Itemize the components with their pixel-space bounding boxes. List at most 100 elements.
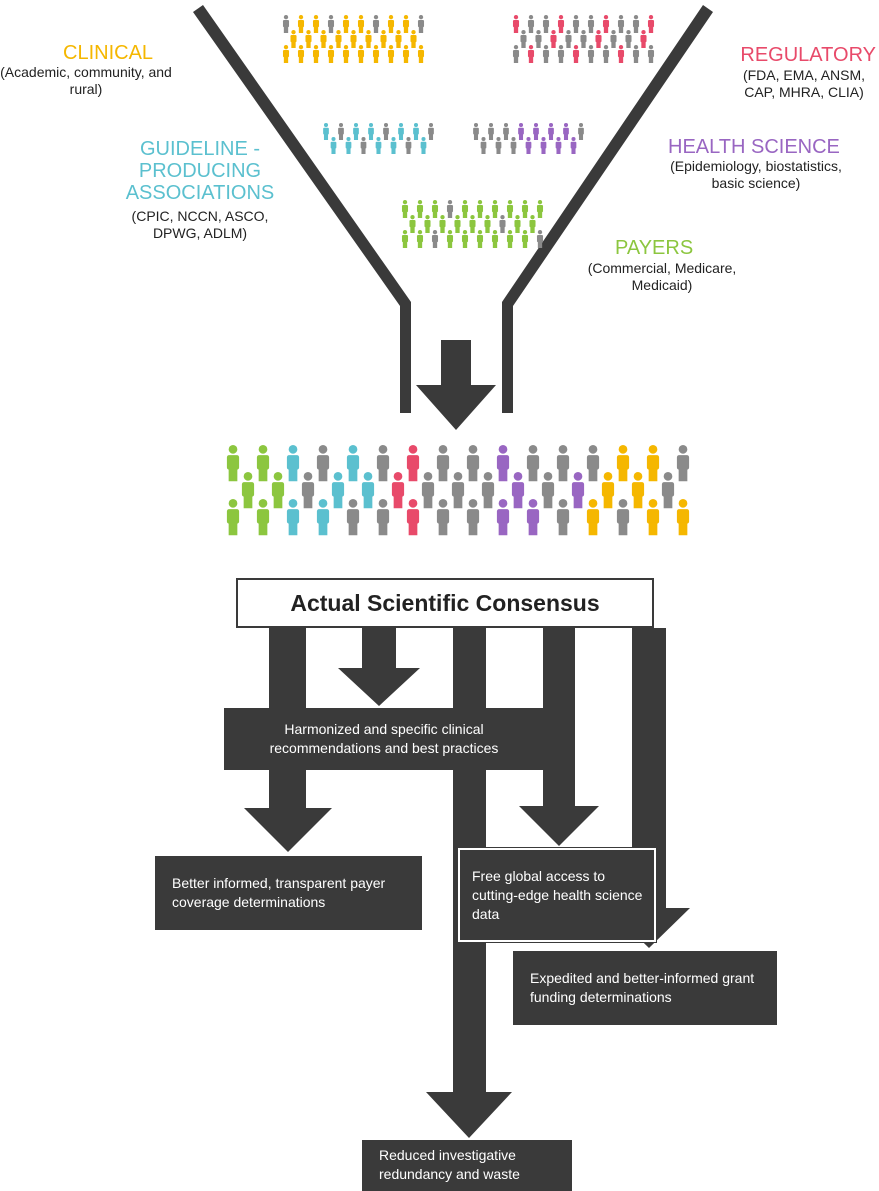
consensus-crowd-person (496, 499, 510, 536)
consensus-crowd-person (271, 472, 285, 509)
arrow-to-global-access (519, 628, 599, 846)
guideline-crowd-person (368, 123, 374, 140)
payers-crowd-person (401, 230, 409, 248)
clinical-crowd-person (395, 30, 402, 48)
payers-crowd-person (536, 230, 544, 248)
clinical-crowd-person (297, 45, 305, 63)
clinical-crowd-person (312, 45, 320, 63)
clinical-crowd-person (380, 30, 387, 48)
clinical-crowd-person (282, 45, 290, 63)
payers-crowd-person (454, 215, 461, 233)
guideline-crowd-person (398, 123, 404, 140)
regulatory-crowd-person (587, 15, 595, 33)
consensus-crowd-person (541, 472, 555, 509)
consensus-crowd-person (676, 499, 690, 536)
payers-crowd-person (439, 215, 446, 233)
consensus-crowd-person (331, 472, 345, 509)
clinical-crowd-person (327, 15, 335, 33)
regulatory-crowd-person (535, 30, 542, 48)
consensus-crowd-person (361, 472, 375, 509)
clinical-crowd-person (350, 30, 357, 48)
health-science-crowd-person (495, 137, 502, 154)
global-access-text: Free global access to cutting-edge healt… (472, 867, 643, 922)
payers-crowd-person (476, 230, 484, 248)
regulatory-crowd-person (557, 45, 565, 63)
health-science-crowd-person (503, 123, 509, 140)
consensus-crowd-person (436, 445, 450, 482)
payer-coverage-box: Better informed, transparent payer cover… (155, 856, 422, 930)
payers-crowd-person (409, 215, 416, 233)
payers-crowd-person (469, 215, 476, 233)
payers-crowd-person (431, 230, 439, 248)
grant-funding-box: Expedited and better-informed grant fund… (513, 951, 777, 1025)
consensus-crowd-person (586, 499, 600, 536)
regulatory-crowd-person (550, 30, 557, 48)
clinical-crowd-person (387, 45, 395, 63)
consensus-crowd-person (481, 472, 495, 509)
consensus-crowd-person (376, 499, 390, 536)
funnel-down-arrow (416, 340, 496, 430)
guideline-crowd-person (375, 137, 382, 154)
consensus-crowd-person (646, 445, 660, 482)
payers-crowd-person (461, 200, 469, 218)
clinical-crowd-person (372, 45, 380, 63)
clinical-recommendations-box: Harmonized and specific clinical recomme… (224, 708, 544, 770)
regulatory-crowd-person (617, 15, 625, 33)
health-science-crowd-person (510, 137, 517, 154)
arrow-to-clinical-recs (338, 628, 420, 706)
consensus-crowd-person (286, 445, 300, 482)
clinical-subtitle: (Academic, community, and rural) (0, 64, 172, 97)
clinical-crowd-person (357, 45, 365, 63)
regulatory-crowd-person (602, 15, 610, 33)
regulatory-crowd-person (632, 45, 640, 63)
clinical-crowd-person (290, 30, 297, 48)
consensus-crowd-person (286, 499, 300, 536)
payer-coverage-text: Better informed, transparent payer cover… (172, 875, 386, 910)
consensus-label: Actual Scientific Consensus (290, 589, 600, 616)
clinical-crowd-person (402, 15, 410, 33)
health-science-crowd-person (488, 123, 494, 140)
health-science-crowd-person (473, 123, 479, 140)
guideline-subtitle: (CPIC, NCCN, ASCO, DPWG, ADLM) (131, 208, 269, 241)
regulatory-crowd-person (542, 45, 550, 63)
consensus-crowd-person (226, 445, 240, 482)
redundancy-text: Reduced investigative redundancy and was… (379, 1147, 520, 1182)
payers-crowd-person (416, 230, 424, 248)
funnel-right-wall (502, 5, 713, 413)
health-science-title: HEALTH SCIENCE (668, 136, 840, 158)
regulatory-crowd-person (572, 15, 580, 33)
consensus-crowd-person (466, 499, 480, 536)
consensus-crowd-person (436, 499, 450, 536)
consensus-crowd-person (586, 445, 600, 482)
health-science-crowd-person (578, 123, 584, 140)
health-science-crowd-person (525, 137, 532, 154)
health-science-subtitle: (Epidemiology, biostatistics, basic scie… (670, 158, 842, 191)
clinical-crowd-person (357, 15, 365, 33)
clinical-crowd-person (365, 30, 372, 48)
clinical-crowd-person (342, 45, 350, 63)
consensus-crowd-person (616, 499, 630, 536)
guideline-crowd-person (428, 123, 434, 140)
clinical-title: CLINICAL (63, 42, 154, 64)
payers-crowd-person (491, 230, 499, 248)
payers-crowd-person (446, 230, 454, 248)
consensus-crowd-person (466, 445, 480, 482)
consensus-crowd-person (376, 445, 390, 482)
clinical-recommendations-text: Harmonized and specific clinical recomme… (269, 721, 499, 756)
consensus-crowd-person (226, 499, 240, 536)
payers-crowd-person (446, 200, 454, 218)
clinical-crowd-person (297, 15, 305, 33)
consensus-crowd-person (676, 445, 690, 482)
regulatory-crowd-person (520, 30, 527, 48)
consensus-crowd-person (301, 472, 315, 509)
regulatory-crowd-person (542, 15, 550, 33)
clinical-crowd-person (372, 15, 380, 33)
regulatory-crowd-person (512, 45, 520, 63)
grant-funding-text: Expedited and better-informed grant fund… (530, 970, 755, 1005)
regulatory-crowd-person (595, 30, 602, 48)
regulatory-subtitle: (FDA, EMA, ANSM, CAP, MHRA, CLIA) (742, 67, 866, 100)
consensus-crowd-person (451, 472, 465, 509)
payers-crowd-person (416, 200, 424, 218)
regulatory-crowd-person (640, 30, 647, 48)
payers-crowd-person (424, 215, 431, 233)
